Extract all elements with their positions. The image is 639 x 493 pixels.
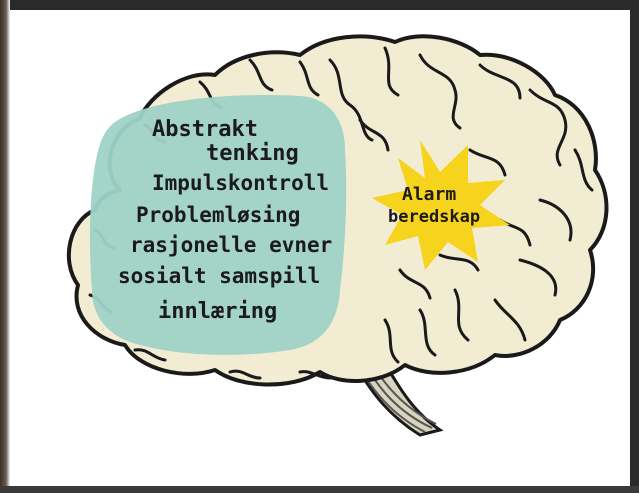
label-alarm: Alarm xyxy=(402,184,456,205)
label-rasjonelle-evner: rasjonelle evner xyxy=(130,233,332,257)
label-tenking: tenking xyxy=(206,141,299,166)
label-sosialt-samspill: sosialt samspill xyxy=(118,264,320,288)
label-beredskap: beredskap xyxy=(388,207,480,227)
label-abstrakt: Abstrakt xyxy=(152,117,258,142)
label-problemlosing: Problemløsing xyxy=(136,203,300,227)
label-impulskontroll: Impulskontroll xyxy=(152,171,329,195)
label-innlaering: innlæring xyxy=(158,299,277,324)
